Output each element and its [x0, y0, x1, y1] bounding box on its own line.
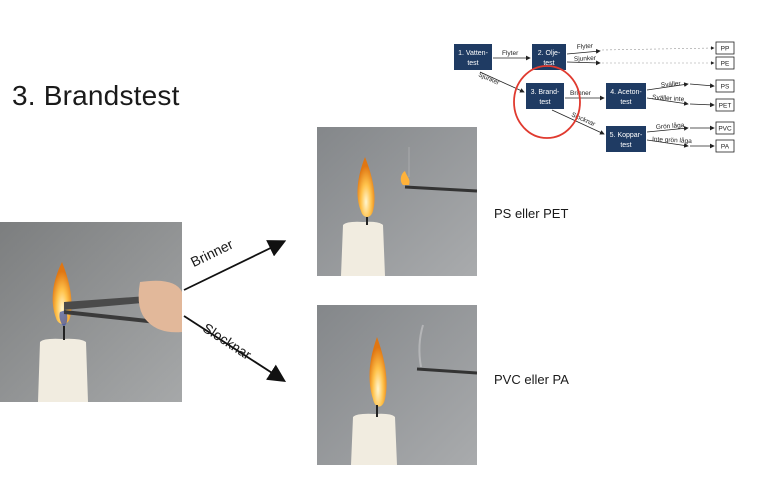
result-pa: PA [721, 144, 730, 151]
photo-brinner [317, 127, 477, 276]
box-koppartest-line1: 5. Koppar- [610, 132, 643, 139]
test-flowchart: 1. Vatten- test 2. Olje- test 3. Brand- … [440, 36, 740, 166]
label-flyter-2: Flyter [577, 43, 595, 51]
photo-slocknar [317, 305, 477, 465]
label-gron-laga: Grön låga [656, 121, 685, 131]
label-flyter-1: Flyter [502, 50, 519, 57]
box-koppartest-line2: test [620, 142, 631, 149]
box-oljetest: 2. Olje- test [532, 44, 566, 70]
box-vattentest-line2: test [467, 60, 478, 67]
box-brandtest: 3. Brand- test [526, 83, 564, 109]
box-acetontest: 4. Aceton- test [606, 83, 646, 109]
label-inte-gron-laga: Inte grön låga [652, 135, 693, 145]
box-koppartest: 5. Koppar- test [606, 126, 646, 152]
result-pvc-eller-pa: PVC eller PA [494, 372, 569, 387]
page-title: 3. Brandstest [12, 80, 180, 111]
result-ps-eller-pet: PS eller PET [494, 206, 569, 221]
photo-candle-tweezers [0, 222, 182, 402]
result-pp: PP [721, 46, 730, 53]
box-brandtest-line1: 3. Brand- [531, 89, 560, 96]
result-ps: PS [721, 84, 730, 91]
brinner-illustration [317, 127, 477, 276]
box-vattentest: 1. Vatten- test [454, 44, 492, 70]
label-sjunker-2: Sjunker [574, 55, 597, 63]
box-oljetest-line2: test [543, 60, 554, 67]
box-acetontest-line1: 4. Aceton- [610, 89, 642, 96]
flowchart-svg: 1. Vatten- test 2. Olje- test 3. Brand- … [454, 41, 735, 153]
result-pet: PET [719, 103, 732, 110]
candle-illustration [0, 222, 182, 402]
label-sjunker-1: Sjunker [477, 71, 501, 87]
label-svaller: Sväller [661, 80, 682, 89]
box-oljetest-line1: 2. Olje- [538, 50, 561, 57]
label-brinner: Brinner [187, 235, 236, 270]
slocknar-illustration [317, 305, 477, 465]
label-slocknar: Slocknar [200, 319, 255, 363]
box-brandtest-line2: test [539, 99, 550, 106]
box-vattentest-line1: 1. Vatten- [458, 50, 489, 57]
result-pe: PE [721, 61, 730, 68]
label-svaller-inte: Sväller inte [652, 94, 685, 103]
highlight-circle [513, 65, 581, 139]
label-brinner-small: Brinner [570, 90, 592, 97]
box-acetontest-line2: test [620, 99, 631, 106]
result-pvc: PVC [718, 126, 732, 133]
